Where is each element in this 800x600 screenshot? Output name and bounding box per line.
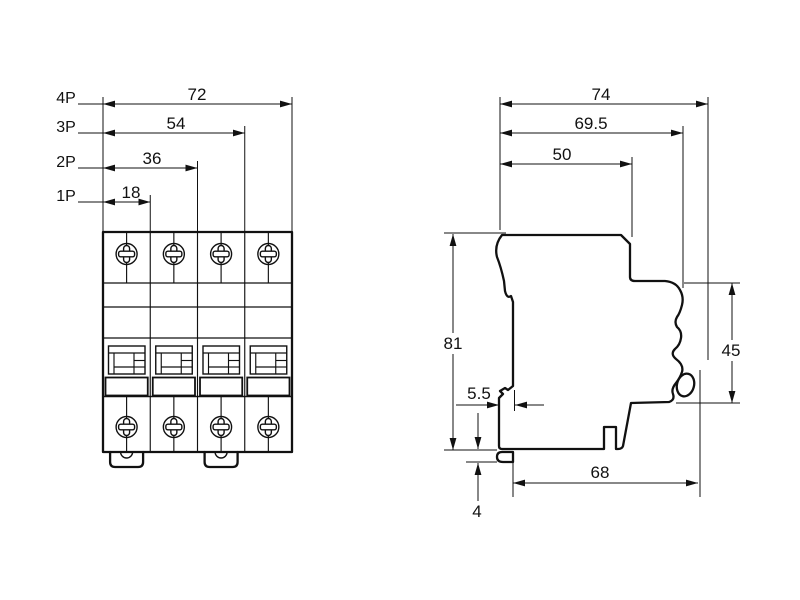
side-dimensions-right: 45 68 — [512, 282, 746, 497]
front-extension-lines — [102, 97, 293, 231]
side-dim-overall-depth: 74 — [592, 85, 611, 104]
side-dim-upper-depth: 50 — [553, 145, 572, 164]
dim-height: 81 — [439, 232, 506, 451]
front-dim-2p-value: 36 — [143, 149, 162, 168]
pole-2 — [151, 232, 196, 452]
front-dim-1p-label: 1P — [56, 188, 76, 205]
side-dim-front-face-height: 45 — [722, 341, 741, 360]
front-dim-4p-value: 72 — [188, 85, 207, 104]
side-dim-depth-to-front: 69.5 — [574, 114, 607, 133]
side-dimensions-left: 81 5.5 4 — [439, 232, 544, 521]
front-view: 4P 72 3P 54 2P 36 1P 18 — [56, 85, 294, 469]
seal-eyelet — [675, 372, 696, 398]
dim-4p: 4P 72 — [56, 85, 292, 108]
dim-front-face-height: 45 — [676, 282, 746, 404]
side-dimensions-top: 74 69.5 50 — [499, 85, 709, 360]
dim-clip-offset: 5.5 — [456, 384, 544, 411]
dim-foot-height: 4 — [466, 413, 497, 521]
front-dim-4p-label: 4P — [56, 90, 76, 107]
pole-dividers — [149, 232, 246, 452]
front-dim-2p-label: 2P — [56, 154, 76, 171]
dim-2p: 2P 36 — [56, 149, 198, 172]
dim-1p: 1P 18 — [56, 183, 151, 206]
side-view: 74 69.5 50 81 — [439, 85, 746, 521]
side-dim-base-depth: 68 — [591, 463, 610, 482]
mounting-feet — [108, 450, 239, 469]
dim-3p: 3P 54 — [56, 114, 245, 137]
dim-depth-to-front: 69.5 — [500, 114, 683, 137]
front-dimensions: 4P 72 3P 54 2P 36 1P 18 — [56, 85, 293, 231]
side-dim-clip-offset: 5.5 — [467, 384, 491, 403]
pole-4 — [246, 232, 291, 452]
front-body — [101, 230, 294, 469]
pole-1 — [104, 232, 149, 452]
front-dim-3p-value: 54 — [167, 114, 186, 133]
dim-upper-depth: 50 — [500, 145, 632, 168]
dim-overall-depth: 74 — [500, 85, 708, 108]
dim-base-depth: 68 — [512, 370, 701, 497]
side-profile-outline — [495, 233, 684, 451]
face-lines — [103, 282, 292, 398]
pole-3 — [199, 232, 244, 452]
front-dim-3p-label: 3P — [56, 119, 76, 136]
front-dim-1p-value: 18 — [122, 183, 141, 202]
side-dim-foot-height: 4 — [472, 502, 481, 521]
side-foot — [495, 450, 515, 464]
side-dim-height: 81 — [444, 334, 463, 353]
side-body — [495, 233, 696, 464]
